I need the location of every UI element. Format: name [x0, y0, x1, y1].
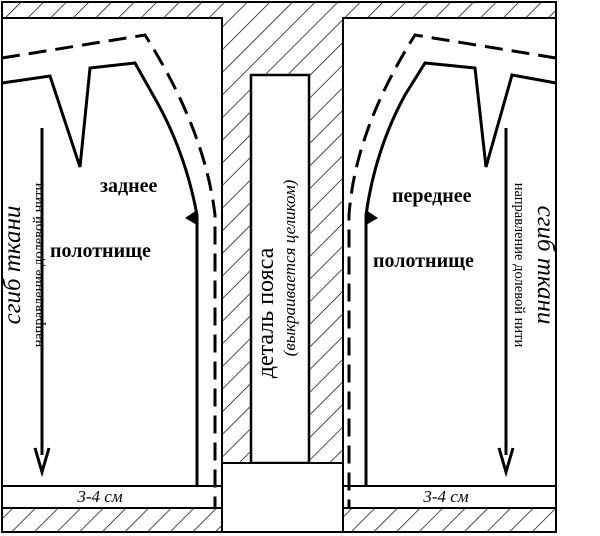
- back-panel-grain-label: направление долевой нити: [31, 183, 47, 348]
- front-panel-name-line2: полотнище: [373, 250, 474, 272]
- bottom-gap-strip: [221, 462, 344, 533]
- front-panel-name-line1: переднее: [392, 185, 472, 207]
- back-panel-name-line1: заднее: [100, 175, 158, 197]
- back-panel-fold-label: сгиб ткани: [0, 206, 26, 325]
- front-panel: сгиб ткани направление долевой нити пере…: [342, 17, 559, 509]
- back-panel-block: [1, 17, 223, 509]
- back-panel: сгиб ткани направление долевой нити задн…: [0, 17, 223, 509]
- front-panel-grain-label: направление долевой нити: [511, 183, 527, 348]
- waistband-label: деталь пояса: [253, 247, 279, 378]
- front-panel-fold-label: сгиб ткани: [532, 206, 559, 325]
- front-notch-marker: [366, 210, 378, 225]
- front-grain-arrow: [497, 128, 515, 478]
- back-seam-allowance-line: [1, 33, 217, 508]
- back-seam-allowance-label: 3-4 см: [76, 487, 122, 506]
- back-panel-name-line2: полотнище: [50, 240, 151, 262]
- back-grain-arrow: [33, 128, 51, 478]
- waistband-outline: [249, 73, 311, 465]
- back-panel-outline: [1, 61, 199, 486]
- front-hem-allowance-strip: [342, 485, 557, 509]
- front-seam-allowance-line: [347, 33, 557, 508]
- back-notch-marker: [185, 210, 197, 225]
- front-panel-outline: [364, 61, 557, 486]
- waistband-piece: деталь пояса (выкраивается целиком): [249, 73, 311, 465]
- waistband-note: (выкраивается целиком): [280, 179, 299, 356]
- front-seam-allowance-label: 3-4 см: [422, 487, 468, 506]
